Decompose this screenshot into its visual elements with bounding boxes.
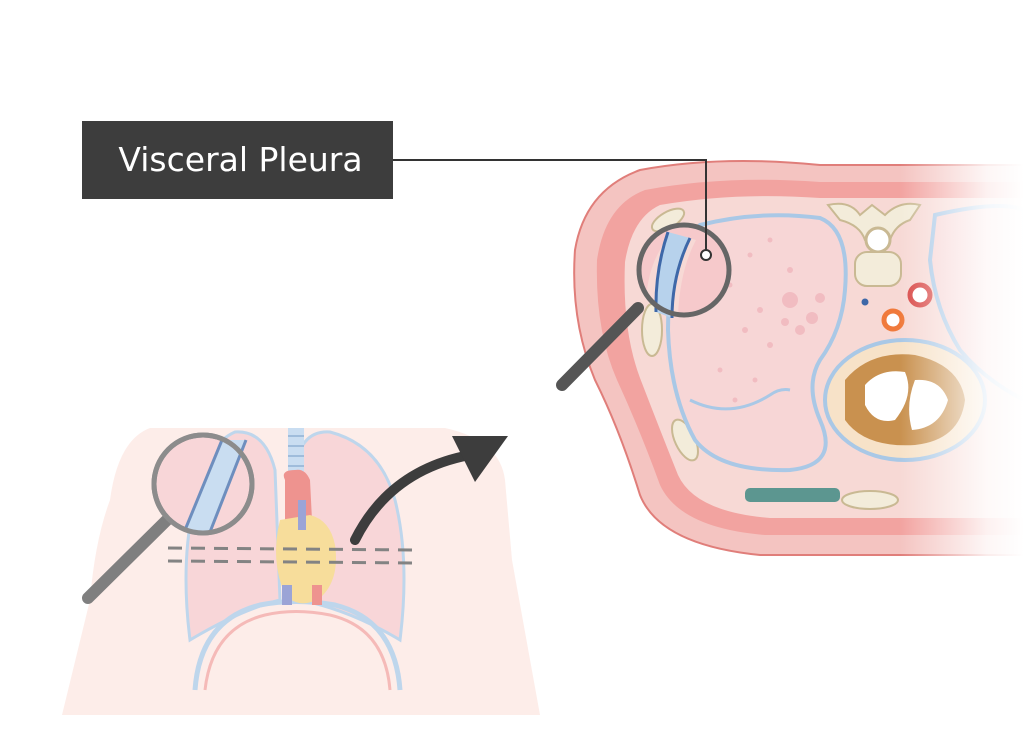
vertebra xyxy=(826,202,922,287)
leader-pointer xyxy=(700,249,712,261)
structure-label: Visceral Pleura xyxy=(82,121,393,199)
lung-airways xyxy=(717,237,825,403)
section-line-top xyxy=(167,546,416,552)
edge-fade xyxy=(900,150,1024,570)
torso-illustration xyxy=(55,425,545,720)
section-diaphragm-strip xyxy=(745,488,840,502)
magnifier-icon xyxy=(82,432,255,604)
heart xyxy=(276,469,336,605)
section-line-bottom xyxy=(167,559,416,565)
leader-line xyxy=(393,159,707,254)
curved-arrow-icon xyxy=(350,436,508,545)
